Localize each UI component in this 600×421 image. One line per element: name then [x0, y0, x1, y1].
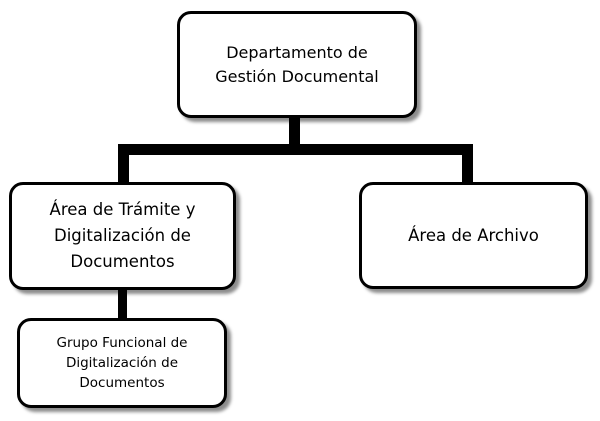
node-label: Área de Trámite y Digitalización de Docu… — [49, 200, 196, 271]
connector-root-down — [289, 116, 300, 152]
node-label: Área de Archivo — [408, 226, 539, 245]
node-label: Departamento de Gestión Documental — [215, 42, 379, 86]
connector-horizontal-bar — [118, 144, 473, 155]
connector-tramite-to-grupo — [118, 288, 127, 320]
node-grupo-funcional-digitalizacion: Grupo Funcional de Digitalización de Doc… — [17, 318, 227, 408]
connector-to-tramite — [118, 144, 129, 184]
node-departamento-gestion-documental: Departamento de Gestión Documental — [177, 11, 417, 118]
connector-to-archivo — [462, 144, 473, 184]
node-area-archivo: Área de Archivo — [359, 182, 588, 289]
node-area-tramite-digitalizacion: Área de Trámite y Digitalización de Docu… — [9, 182, 236, 290]
node-label: Grupo Funcional de Digitalización de Doc… — [56, 335, 188, 391]
